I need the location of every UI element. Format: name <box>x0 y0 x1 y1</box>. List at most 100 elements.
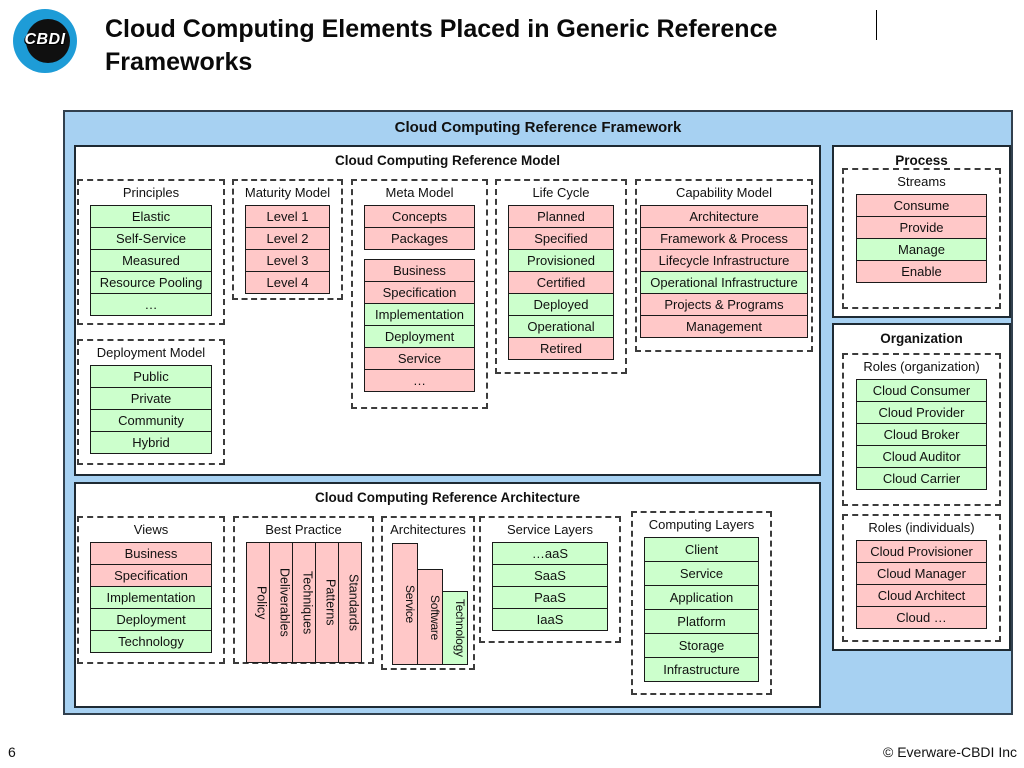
box-specification: Specification <box>364 281 475 304</box>
box-provisioned: Provisioned <box>508 249 614 272</box>
box-implementation: Implementation <box>364 303 475 326</box>
box-client: Client <box>644 537 759 562</box>
title-edge-mark <box>876 10 877 40</box>
box-level-2: Level 2 <box>245 227 330 250</box>
box-deployed: Deployed <box>508 293 614 316</box>
box-projects-programs: Projects & Programs <box>640 293 808 316</box>
box-software: Software <box>417 569 443 665</box>
cbdi-logo-icon: CBDI <box>13 9 77 73</box>
box-framework-process: Framework & Process <box>640 227 808 250</box>
box-retired: Retired <box>508 337 614 360</box>
box-deployment: Deployment <box>90 608 212 631</box>
group-title-meta-model: Meta Model <box>385 185 454 200</box>
group-title-best-practice: Best Practice <box>265 522 342 537</box>
box-architecture: Architecture <box>640 205 808 228</box>
box-hybrid: Hybrid <box>90 431 212 454</box>
box-self-service: Self-Service <box>90 227 212 250</box>
page-number: 6 <box>8 744 16 760</box>
box-deployment: Deployment <box>364 325 475 348</box>
box-specified: Specified <box>508 227 614 250</box>
box-consume: Consume <box>856 194 987 217</box>
box-cloud-architect: Cloud Architect <box>856 584 987 607</box>
organization-title: Organization <box>880 331 963 346</box>
cbdi-logo-inner-circle <box>26 19 70 63</box>
box-item: … <box>364 369 475 392</box>
box-policy: Policy <box>245 542 270 663</box>
box-saas: SaaS <box>492 564 608 587</box>
box-cloud-provisioner: Cloud Provisioner <box>856 540 987 563</box>
cbdi-logo-text: CBDI <box>24 31 66 48</box>
box-application: Application <box>644 585 759 610</box>
box-standards: Standards <box>337 542 362 663</box>
box-manage: Manage <box>856 238 987 261</box>
box-implementation: Implementation <box>90 586 212 609</box>
box-service: Service <box>644 561 759 586</box>
box-cloud-provider: Cloud Provider <box>856 401 987 424</box>
process-title: Process <box>895 153 948 168</box>
box-infrastructure: Infrastructure <box>644 657 759 682</box>
box-technology: Technology <box>442 591 468 665</box>
box-cloud-consumer: Cloud Consumer <box>856 379 987 402</box>
box-planned: Planned <box>508 205 614 228</box>
box-operational-infrastructure: Operational Infrastructure <box>640 271 808 294</box>
box-platform: Platform <box>644 609 759 634</box>
reference-model-title: Cloud Computing Reference Model <box>334 153 560 168</box>
box-item: … <box>90 293 212 316</box>
box-measured: Measured <box>90 249 212 272</box>
box-elastic: Elastic <box>90 205 212 228</box>
group-title-maturity-model: Maturity Model <box>244 185 331 200</box>
group-title-deployment-model: Deployment Model <box>96 345 206 360</box>
box-packages: Packages <box>364 227 475 250</box>
box-level-4: Level 4 <box>245 271 330 294</box>
group-title-streams: Streams <box>897 174 946 189</box>
box-patterns: Patterns <box>314 542 339 663</box>
box-technology: Technology <box>90 630 212 653</box>
cloud-framework-frame: Cloud Computing Reference Framework Clou… <box>63 110 1013 715</box>
box-paas: PaaS <box>492 586 608 609</box>
group-title-roles-individuals: Roles (individuals) <box>868 520 975 535</box>
box-storage: Storage <box>644 633 759 658</box>
box-aas: …aaS <box>492 542 608 565</box>
group-title-life-cycle: Life Cycle <box>532 185 590 200</box>
group-title-roles-organization: Roles (organization) <box>863 359 980 374</box>
group-title-principles: Principles <box>122 185 180 200</box>
slide-title: Cloud Computing Elements Placed in Gener… <box>105 15 778 76</box>
copyright-text: © Everware-CBDI Inc <box>882 744 1017 760</box>
box-certified: Certified <box>508 271 614 294</box>
group-title-service-layers: Service Layers <box>507 522 593 537</box>
box-lifecycle-infrastructure: Lifecycle Infrastructure <box>640 249 808 272</box>
box-cloud-broker: Cloud Broker <box>856 423 987 446</box>
box-service: Service <box>392 543 418 665</box>
box-private: Private <box>90 387 212 410</box>
box-service: Service <box>364 347 475 370</box>
box-specification: Specification <box>90 564 212 587</box>
box-cloud: Cloud … <box>856 606 987 629</box>
box-cloud-auditor: Cloud Auditor <box>856 445 987 468</box>
box-level-3: Level 3 <box>245 249 330 272</box>
box-public: Public <box>90 365 212 388</box>
box-level-1: Level 1 <box>245 205 330 228</box>
group-title-computing-layers: Computing Layers <box>648 517 755 532</box>
box-cloud-carrier: Cloud Carrier <box>856 467 987 490</box>
